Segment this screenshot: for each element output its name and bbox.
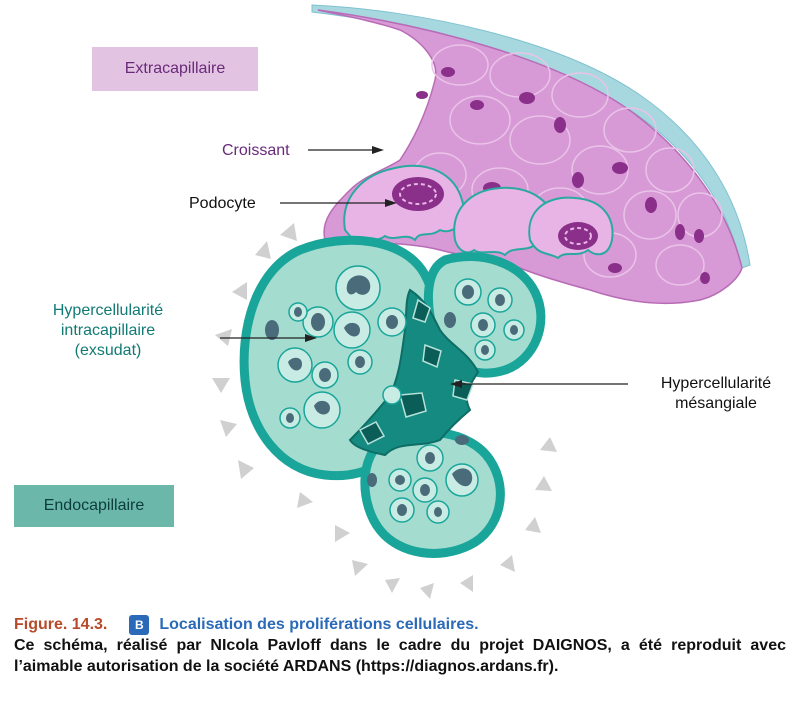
mesangial-cells [358, 298, 475, 445]
podocyte-nuclei [392, 177, 598, 250]
figure-title: Localisation des proliférations cellulai… [159, 616, 479, 633]
label-hyper-mes-line2: mésangiale [675, 395, 757, 412]
caption-heading: Figure. 14.3. B Localisation des prolifé… [14, 614, 786, 635]
figure-badge: B [129, 614, 150, 635]
figure-caption: Figure. 14.3. B Localisation des prolifé… [14, 614, 786, 677]
label-hyper-mes-line1: Hypercellularité [660, 375, 772, 392]
label-hyper-intra-line3: (exsudat) [74, 342, 142, 359]
label-podocyte: Podocyte [189, 195, 256, 212]
crescent-nuclei [416, 67, 710, 284]
intracapillary-nuclei-right [444, 285, 518, 355]
figure-number: Figure. 14.3. [14, 616, 108, 633]
glomerulus-diagram [212, 4, 751, 599]
label-croissant: Croissant [222, 142, 290, 159]
label-hypercellularite-mesangiale: Hypercellularité mésangiale [636, 374, 796, 414]
label-hyper-intra-line1: Hypercellularité [52, 302, 164, 319]
caption-text: Ce schéma, réalisé par NIcola Pavloff da… [14, 637, 786, 675]
label-hypercellularite-intracapillaire: Hypercellularité intracapillaire (exsuda… [28, 301, 188, 361]
intracapillary-nuclei-left [265, 275, 398, 423]
label-hyper-intra-line2: intracapillaire [60, 322, 156, 339]
arrows [220, 146, 628, 388]
mesangium [348, 288, 480, 457]
label-extracapillaire: Extracapillaire [92, 47, 258, 91]
label-endocapillaire: Endocapillaire [14, 485, 174, 527]
intracapillary-nuclei-bottom [367, 435, 473, 517]
